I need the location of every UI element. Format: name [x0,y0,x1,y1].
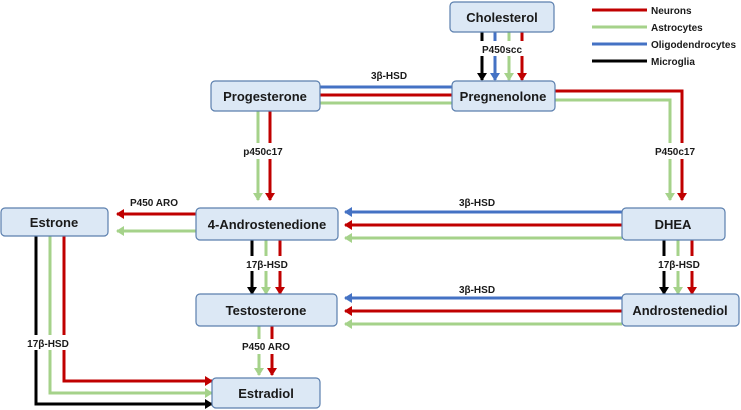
legend-label-astrocytes: Astrocytes [651,23,703,34]
enzyme-3b-hsd-mid: 3β-HSD [459,198,495,209]
arrow-pregnenolone-dhea-neurons [555,89,687,201]
enzyme-3b-hsd-top: 3β-HSD [371,71,407,82]
enzyme-p450scc: P450scc [482,45,522,56]
node-estradiol-label: Estradiol [238,386,294,401]
enzyme-p450-aro-bottom: P450 ARO [242,342,290,353]
node-progesterone: Progesterone [210,80,321,112]
legend-item-oligodendrocytes: Oligodendrocytes [592,40,736,51]
legend-label-oligodendrocytes: Oligodendrocytes [651,40,736,51]
pathway-arrows [34,32,697,409]
arrow-estrone-estradiol-neurons [62,236,213,386]
legend-item-microglia: Microglia [592,57,695,68]
node-pregnenolone: Pregnenolone [451,80,556,112]
node-4-androstenedione: 4-Androstenedione [195,207,339,241]
enzyme-17b-hsd-estrone: 17β-HSD [27,339,69,350]
node-cholesterol: Cholesterol [449,1,555,33]
enzyme-p450c17-right: P450c17 [655,147,695,158]
arrow-estrone-estradiol-microglia [34,236,213,409]
node-cholesterol-label: Cholesterol [466,10,538,25]
node-androstenediol: Androstenediol [621,293,740,327]
node-androstenediol-label: Androstenediol [632,303,727,318]
legend-item-astrocytes: Astrocytes [592,23,703,34]
node-4-androstenedione-label: 4-Androstenedione [208,217,326,232]
node-progesterone-label: Progesterone [223,89,307,104]
arrow-pregnenolone-dhea-astrocytes [555,98,675,201]
legend: Neurons Astrocytes Oligodendrocytes Micr… [592,6,736,68]
enzyme-labels: P450scc 3β-HSD p450c17 P450c17 P450 ARO … [20,41,710,354]
node-dhea: DHEA [621,207,726,241]
node-estrone: Estrone [0,207,109,237]
enzyme-p450c17-left: p450c17 [243,147,283,158]
node-estrone-label: Estrone [30,215,78,230]
enzyme-17b-hsd-left: 17β-HSD [246,260,288,271]
arrow-estrone-estradiol-astrocytes [48,236,213,398]
node-pregnenolone-label: Pregnenolone [460,89,547,104]
node-dhea-label: DHEA [655,217,692,232]
legend-label-neurons: Neurons [651,6,692,17]
node-testosterone-label: Testosterone [226,303,307,318]
legend-label-microglia: Microglia [651,57,695,68]
legend-item-neurons: Neurons [592,6,692,17]
enzyme-3b-hsd-bottom: 3β-HSD [459,285,495,296]
enzyme-17b-hsd-right: 17β-HSD [658,260,700,271]
enzyme-p450-aro-top: P450 ARO [130,198,178,209]
node-estradiol: Estradiol [211,377,321,409]
node-testosterone: Testosterone [195,293,338,327]
